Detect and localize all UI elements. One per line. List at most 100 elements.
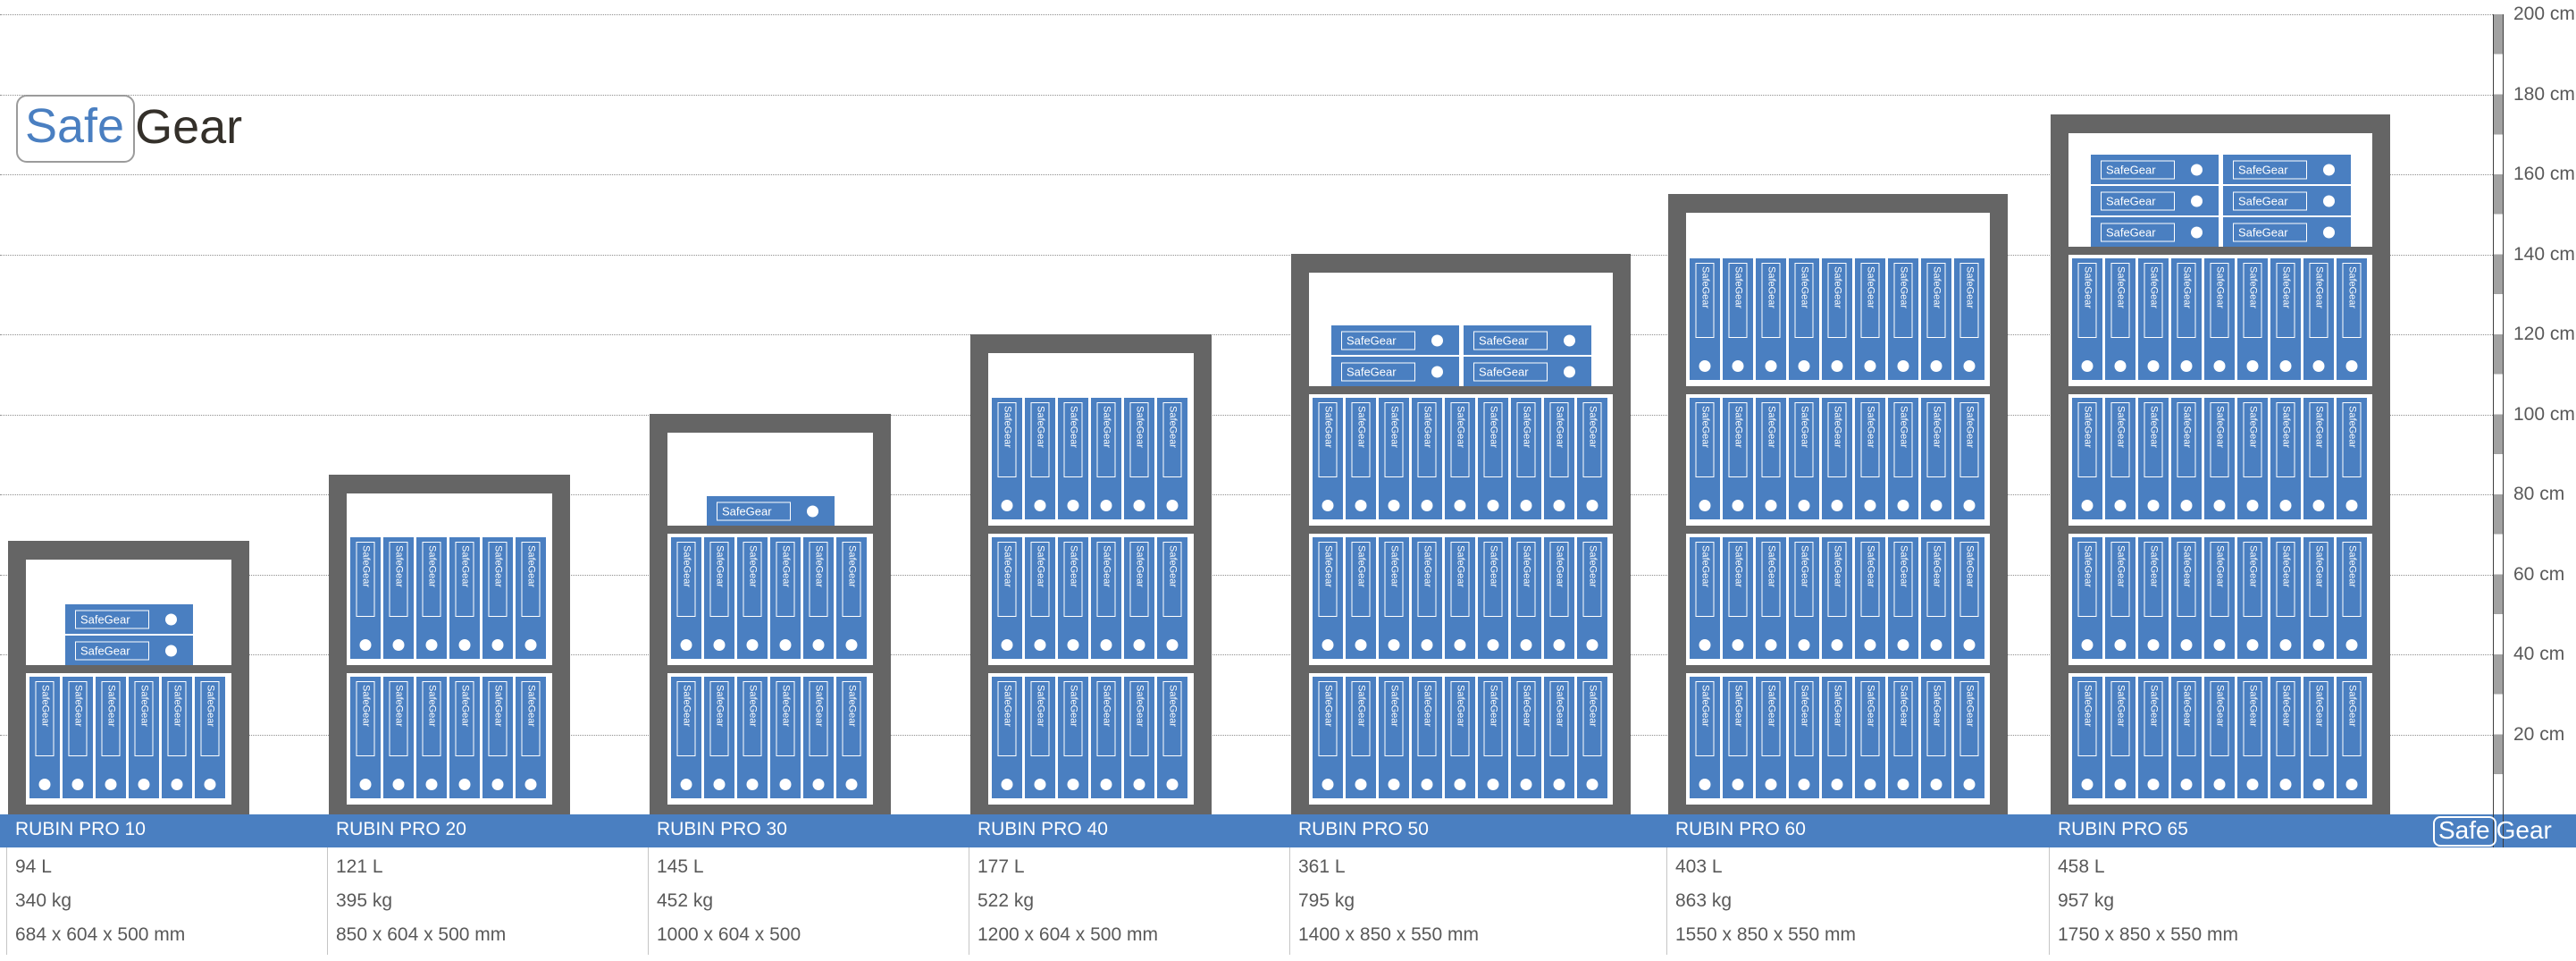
binder-dot xyxy=(1930,360,1942,372)
binder-dot xyxy=(1355,500,1367,511)
binder-dot xyxy=(2147,360,2160,372)
spec-weight: 340 kg xyxy=(15,890,72,911)
binder: SafeGear xyxy=(2138,537,2169,659)
binder: SafeGear xyxy=(2072,258,2102,380)
binder-spine-label: SafeGear xyxy=(842,542,861,617)
binder-dot xyxy=(2312,639,2325,651)
binder-dot xyxy=(1864,360,1876,372)
binder-spine-label: SafeGear xyxy=(2342,681,2362,756)
binder: SafeGear xyxy=(992,398,1022,519)
spec-weight: 522 kg xyxy=(978,890,1035,911)
binder: SafeGear xyxy=(2303,398,2334,519)
binder-spine-label: SafeGear xyxy=(389,542,408,617)
binder-spine-label: SafeGear xyxy=(1827,681,1847,756)
binder: SafeGear xyxy=(1544,677,1574,798)
binder-spine-label: SafeGear xyxy=(2342,402,2362,477)
binder: SafeGear xyxy=(1025,537,1055,659)
binder-dot xyxy=(1100,639,1112,651)
drawer-knob-dot xyxy=(1564,366,1576,377)
drawer-knob-dot xyxy=(165,613,178,625)
binder: SafeGear xyxy=(1756,677,1786,798)
spec-volume: 121 L xyxy=(336,856,383,877)
binder-spine-label: SafeGear xyxy=(1761,263,1781,338)
binder-dot xyxy=(1798,360,1810,372)
binder: SafeGear xyxy=(992,537,1022,659)
binder-dot xyxy=(1001,639,1013,651)
binder-dot xyxy=(2147,779,2160,790)
binder: SafeGear xyxy=(195,677,225,798)
binder: SafeGear xyxy=(1577,677,1607,798)
binder-dot xyxy=(458,639,471,651)
binder: SafeGear xyxy=(1723,677,1753,798)
binder: SafeGear xyxy=(1855,258,1885,380)
binder-dot xyxy=(1133,500,1145,511)
binder-dot xyxy=(425,779,438,790)
binder-spine-label: SafeGear xyxy=(1728,263,1748,338)
binder-dot xyxy=(1699,639,1711,651)
binder: SafeGear xyxy=(2171,398,2202,519)
binder-spine-label: SafeGear xyxy=(2077,681,2097,756)
drawer-face-label: SafeGear xyxy=(716,502,791,520)
binder: SafeGear xyxy=(96,677,126,798)
drawer: SafeGear xyxy=(1330,357,1459,386)
drawer: SafeGear xyxy=(2090,186,2219,215)
binder-dot xyxy=(1831,639,1843,651)
binder: SafeGear xyxy=(383,677,414,798)
binder-dot xyxy=(1322,779,1334,790)
binder-dot xyxy=(1864,500,1876,511)
binder-dot xyxy=(359,639,372,651)
binder-dot xyxy=(1322,639,1334,651)
binder-spine-label: SafeGear xyxy=(1384,402,1404,477)
binder: SafeGear xyxy=(671,537,701,659)
binder-dot xyxy=(1586,639,1598,651)
binder-spine-label: SafeGear xyxy=(1351,402,1371,477)
binder-dot xyxy=(1930,639,1942,651)
binder-spine-label: SafeGear xyxy=(809,542,828,617)
spec-volume: 177 L xyxy=(978,856,1025,877)
binder-spine-label: SafeGear xyxy=(455,542,474,617)
binder: SafeGear xyxy=(1445,537,1475,659)
binder: SafeGear xyxy=(2237,677,2268,798)
binder-dot xyxy=(524,779,537,790)
binder: SafeGear xyxy=(2105,258,2135,380)
grid-line xyxy=(0,654,2493,655)
ruler-tick-label: 100 cm xyxy=(2513,404,2575,425)
spec-dimensions: 1750 x 850 x 550 mm xyxy=(2058,924,2238,945)
binder-dot xyxy=(845,779,858,790)
shelf xyxy=(2068,665,2372,673)
binder: SafeGear xyxy=(1346,398,1376,519)
binder-dot xyxy=(1963,639,1976,651)
binder-spine-label: SafeGear xyxy=(1516,402,1536,477)
binder-dot xyxy=(2312,500,2325,511)
binder-spine-label: SafeGear xyxy=(1351,681,1371,756)
binder-dot xyxy=(71,779,84,790)
binder-spine-label: SafeGear xyxy=(709,542,729,617)
spec-volume: 94 L xyxy=(15,856,52,877)
binder-dot xyxy=(1001,500,1013,511)
binder-dot xyxy=(2246,779,2259,790)
binder-dot xyxy=(1765,639,1777,651)
binder: SafeGear xyxy=(516,677,546,798)
ruler-tick-label: 140 cm xyxy=(2513,244,2575,265)
binder: SafeGear xyxy=(1577,398,1607,519)
binder-spine-label: SafeGear xyxy=(676,681,696,756)
binder: SafeGear xyxy=(2237,537,2268,659)
binder: SafeGear xyxy=(2337,537,2367,659)
binder: SafeGear xyxy=(1954,398,1984,519)
binder-dot xyxy=(1100,779,1112,790)
binder-spine-label: SafeGear xyxy=(1893,263,1913,338)
binder: SafeGear xyxy=(737,677,768,798)
drawer: SafeGear xyxy=(2222,186,2351,215)
binder: SafeGear xyxy=(2303,677,2334,798)
binder-spine-label: SafeGear xyxy=(1893,681,1913,756)
binder-spine-label: SafeGear xyxy=(743,542,762,617)
binder-spine-label: SafeGear xyxy=(200,681,220,756)
binder-dot xyxy=(2147,639,2160,651)
product-name: RUBIN PRO 20 xyxy=(336,819,466,839)
spec-dimensions: 1000 x 604 x 500 xyxy=(657,924,801,945)
binder-dot xyxy=(1897,779,1909,790)
binder-spine-label: SafeGear xyxy=(2144,402,2163,477)
ruler-tick-label: 160 cm xyxy=(2513,164,2575,184)
